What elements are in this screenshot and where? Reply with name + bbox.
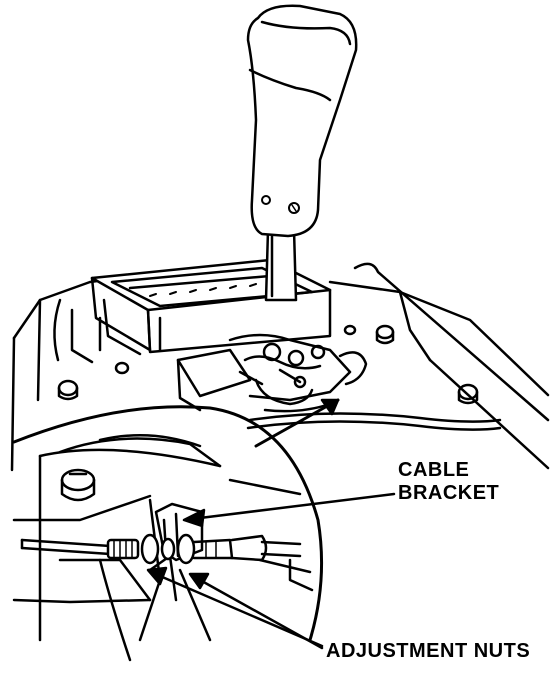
cable-bracket-leader xyxy=(182,492,396,528)
floor-cable xyxy=(246,412,502,431)
shift-knob xyxy=(246,4,358,238)
cable-bracket-label-line1: CABLE xyxy=(398,459,470,481)
detail-view xyxy=(12,405,324,662)
adjustment-nuts-label: ADJUSTMENT NUTS xyxy=(326,640,531,662)
adjustment-nuts-leaders xyxy=(146,566,324,650)
console-bolts xyxy=(57,324,479,405)
shift-mechanism xyxy=(176,333,368,413)
shift-lever xyxy=(264,228,298,302)
mounting-bolt xyxy=(60,468,96,502)
shift-cable xyxy=(20,533,302,565)
detail-pointer-arrow xyxy=(254,398,340,448)
cable-bracket-label-line2: BRACKET xyxy=(398,482,500,504)
console-frame xyxy=(10,262,550,472)
